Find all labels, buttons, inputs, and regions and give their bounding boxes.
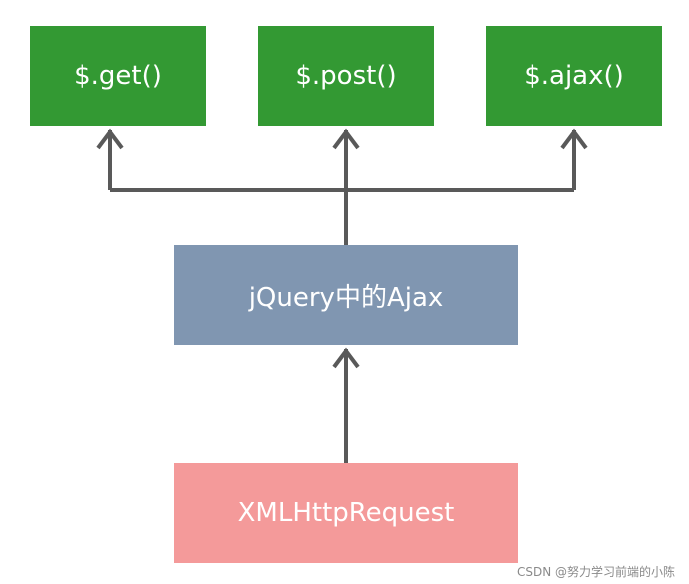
node-ajax-method: $.ajax() <box>486 26 662 126</box>
node-post-label: $.post() <box>295 61 397 91</box>
node-xmlhttprequest-label: XMLHttpRequest <box>237 498 455 528</box>
node-xmlhttprequest: XMLHttpRequest <box>174 463 518 563</box>
node-get-method: $.get() <box>30 26 206 126</box>
node-get-label: $.get() <box>74 61 162 91</box>
watermark-text: CSDN @努力学习前端的小陈 <box>516 565 675 579</box>
arrowhead-jquery <box>332 347 360 369</box>
arrowhead-ajax <box>560 128 588 150</box>
arrowhead-post <box>332 128 360 150</box>
node-jquery-ajax: jQuery中的Ajax <box>174 245 518 345</box>
node-jquery-ajax-label: jQuery中的Ajax <box>248 282 444 313</box>
arrowhead-get <box>96 128 124 150</box>
node-ajax-label: $.ajax() <box>524 61 624 91</box>
node-post-method: $.post() <box>258 26 434 126</box>
